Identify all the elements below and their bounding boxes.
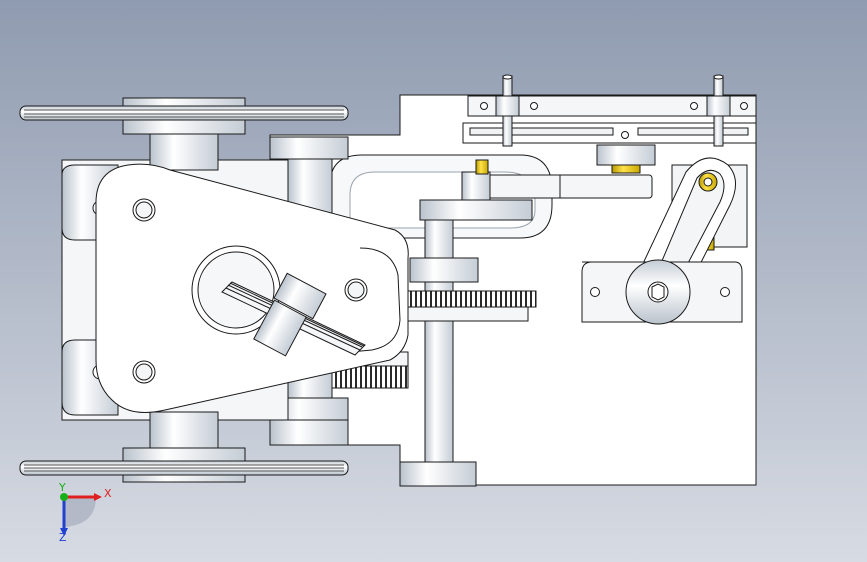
rail-slot: [469, 127, 614, 136]
rail-hub[interactable]: [596, 144, 656, 166]
bracket-hole: [480, 102, 488, 110]
top-pulley-hub: [149, 129, 219, 171]
blade-hub[interactable]: [273, 272, 327, 320]
swash-plate-right-boss: [349, 247, 401, 353]
swash-plate-hole-inner: [135, 201, 153, 219]
bottom-pulley-hub: [149, 411, 219, 453]
rail-center-hole: [621, 131, 629, 139]
central-shaft[interactable]: [424, 204, 454, 466]
axle-flange-bottom: [269, 419, 349, 446]
post-right-collar: [706, 95, 731, 117]
bracket-hole: [690, 102, 698, 110]
shaft-collar-bottom: [399, 461, 477, 487]
link-pivot-pin: [703, 177, 713, 187]
crank-plate-hole: [590, 287, 600, 297]
rack-gear-upper[interactable]: [407, 290, 537, 308]
z-axis-arrowhead: [60, 528, 68, 536]
rocker-arm-brass-pin: [475, 159, 489, 175]
x-axis-arrowhead: [94, 493, 102, 501]
rack-gear-upper-body: [407, 306, 529, 322]
crank-hub-hex: [651, 283, 665, 301]
bottom-pulley[interactable]: [19, 411, 349, 483]
rocker-arm-hub: [461, 171, 491, 201]
swash-plate-hole-inner: [347, 281, 365, 299]
blade-hub-stem: [253, 299, 307, 357]
post-right-cap: [713, 74, 724, 80]
rail-hub-brass: [611, 164, 641, 174]
y-axis-dot: [60, 493, 68, 501]
swash-plate-hole-inner: [135, 363, 153, 381]
z-axis-label: Z: [59, 531, 67, 544]
bracket-hole: [740, 102, 748, 110]
bracket-hole: [530, 102, 538, 110]
shaft-collar-top: [419, 199, 533, 221]
x-axis-label: X: [104, 487, 112, 500]
crank-plate-hole: [720, 287, 730, 297]
shaft-collar-mid: [409, 257, 479, 283]
axle-flange-top: [269, 136, 349, 160]
coordinate-triad: X Y Z: [58, 481, 112, 544]
post-left-cap: [502, 74, 513, 80]
triad-backdrop: [64, 497, 96, 527]
top-bracket[interactable]: [467, 95, 757, 117]
top-pulley-rim[interactable]: [19, 105, 349, 121]
mechanism-assembly[interactable]: [19, 74, 757, 487]
rail-slot: [637, 127, 749, 136]
post-left-collar: [495, 95, 520, 117]
top-pulley[interactable]: [19, 97, 349, 171]
swash-plate[interactable]: [95, 163, 409, 413]
y-axis-label: Y: [58, 481, 66, 494]
tilted-blade[interactable]: [221, 272, 366, 357]
